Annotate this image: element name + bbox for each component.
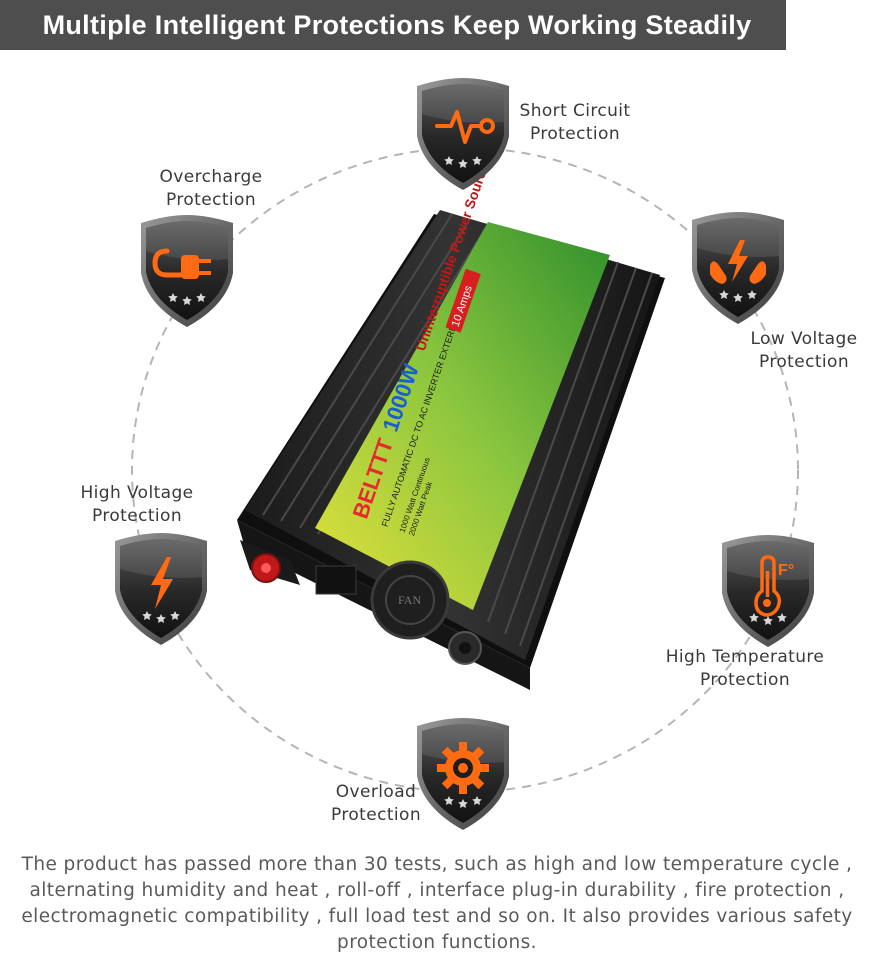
high-temperature-label: High Temperature Protection xyxy=(665,647,825,690)
overcharge-label: Overcharge Protection xyxy=(159,167,263,210)
high-temperature-shield: F° xyxy=(722,535,814,647)
thermometer-icon: F° xyxy=(754,555,794,617)
low-voltage-label: Low Voltage Protection xyxy=(750,329,858,372)
lightning-bolt-icon xyxy=(151,557,173,609)
overload-shield xyxy=(417,718,509,830)
hands-bolt-icon xyxy=(710,240,766,284)
high-voltage-label: High Voltage Protection xyxy=(80,483,194,526)
short-circuit-shield xyxy=(417,78,509,190)
footer-description: The product has passed more than 30 test… xyxy=(21,854,853,953)
overload-label: Overload Protection xyxy=(330,782,421,825)
low-voltage-shield xyxy=(692,212,784,324)
gear-icon xyxy=(437,742,489,794)
short-circuit-label: Short Circuit Protection xyxy=(519,101,631,144)
high-voltage-shield xyxy=(115,533,207,645)
page-banner: Multiple Intelligent Protections Keep Wo… xyxy=(0,0,786,50)
product-label-panel xyxy=(315,222,610,610)
plug-icon xyxy=(152,248,211,279)
inverter-product: BELTTT 1000W Uninterruptible Power Sourc… xyxy=(237,161,665,690)
svg-text:F°: F° xyxy=(778,562,794,579)
fan-grille xyxy=(370,560,450,640)
overcharge-shield xyxy=(141,215,233,327)
short-circuit-icon xyxy=(435,110,495,144)
product-fan-label: FAN xyxy=(398,593,421,607)
